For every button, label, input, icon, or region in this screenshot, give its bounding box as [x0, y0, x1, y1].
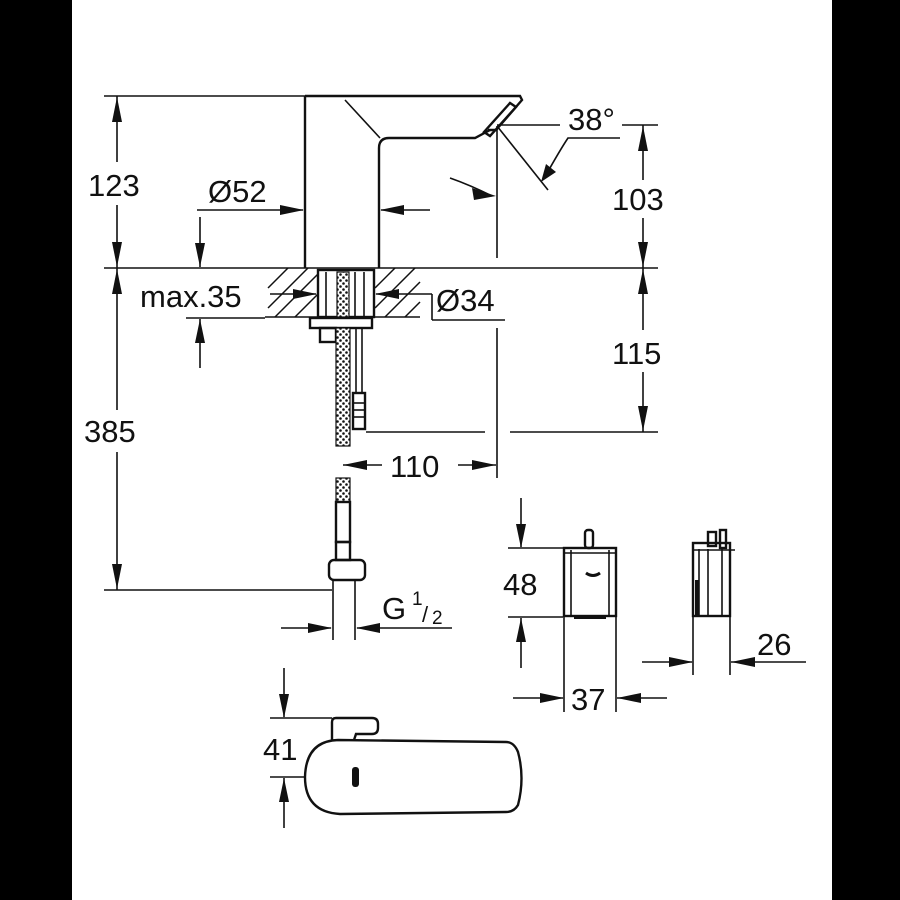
svg-text:/: /: [422, 602, 429, 627]
dim-control-box-depth: 26: [642, 627, 806, 667]
dim-spout-height: 123: [88, 96, 140, 268]
svg-text:110: 110: [390, 449, 439, 484]
svg-text:G: G: [382, 591, 406, 626]
control-box-side: [691, 528, 735, 675]
svg-text:26: 26: [757, 627, 791, 662]
svg-text:Ø34: Ø34: [436, 283, 495, 318]
dim-connection-thread: G 1 / 2: [281, 589, 452, 633]
svg-text:max.35: max.35: [140, 279, 242, 314]
dim-outlet-height: 103: [612, 125, 664, 268]
svg-text:48: 48: [503, 567, 537, 602]
svg-text:2: 2: [432, 608, 443, 629]
drawing-sheet: [72, 0, 832, 900]
supply-hoses: [327, 327, 367, 640]
svg-text:115: 115: [612, 336, 661, 371]
control-box-front: [562, 528, 618, 712]
dim-hole-diameter: Ø34: [270, 283, 505, 321]
faucet-side-view: [104, 94, 658, 268]
svg-text:41: 41: [263, 732, 297, 767]
dim-max-deck: max.35: [140, 217, 265, 368]
dim-total-height: 385: [84, 268, 332, 591]
svg-text:Ø52: Ø52: [208, 174, 267, 209]
svg-text:1: 1: [412, 589, 423, 610]
dim-spray-angle: 38°: [568, 102, 615, 137]
dim-below-deck: 115: [366, 268, 661, 478]
svg-text:385: 385: [84, 414, 136, 449]
svg-text:123: 123: [88, 168, 140, 203]
dim-projection: 110: [343, 449, 496, 484]
svg-text:103: 103: [612, 182, 664, 217]
dim-body-diameter: Ø52: [197, 174, 430, 215]
dim-top-view-width: 41: [263, 668, 332, 828]
faucet-top-view: [303, 716, 523, 816]
dim-control-box-width: 37: [513, 682, 667, 717]
svg-text:37: 37: [571, 682, 605, 717]
dim-control-box-height: 48: [503, 498, 563, 668]
